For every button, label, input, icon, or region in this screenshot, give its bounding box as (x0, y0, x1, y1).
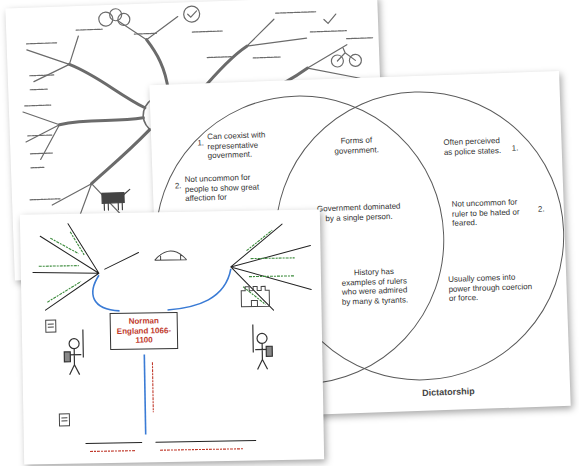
item-number: 1. (197, 138, 204, 148)
sketch-stroke (104, 189, 131, 210)
circle-item: Not uncommon for people to show great af… (184, 172, 269, 203)
castle-and-bridge-icons (45, 249, 272, 426)
item-number: 1. (512, 143, 519, 153)
sketch-stroke (118, 17, 179, 41)
circle-item: Not uncommon for ruler to be hated or fe… (451, 197, 534, 228)
sketch-stroke (90, 130, 152, 184)
sketch-stroke (26, 29, 104, 90)
sketch-stroke (59, 414, 69, 426)
sketch-stroke (183, 6, 200, 23)
topic-title: Norman England 1066-1100 (115, 316, 173, 346)
sketch-stroke (46, 320, 56, 332)
sketch-stroke (266, 346, 272, 356)
item-number: 2. (538, 205, 545, 215)
sketch-stroke (118, 13, 130, 25)
sketch-stroke (93, 275, 120, 311)
overlap-item: History has examples of rulers who were … (336, 266, 413, 307)
circle-item: Can coexist with representative governme… (207, 130, 274, 161)
sketch-stroke (324, 14, 336, 23)
topic-mind-map-card: Norman England 1066-1100 (20, 209, 324, 464)
sketch-stroke (48, 324, 54, 327)
sketch-stroke (61, 418, 67, 421)
red-scribbles (88, 361, 244, 452)
sketch-stroke (155, 251, 187, 261)
branch-lines (32, 220, 314, 445)
sketch-stroke (134, 31, 222, 34)
topic-box: Norman England 1066-1100 (110, 312, 179, 350)
sketch-stroke (188, 11, 197, 17)
sketch-stroke (86, 441, 256, 444)
sketch-stroke (246, 18, 307, 46)
sketch-stroke (38, 232, 85, 303)
overlap-item: Government dominated by a single person. (312, 201, 407, 223)
sketch-stroke (241, 286, 269, 306)
blue-curves (92, 269, 233, 435)
sketch-stroke (257, 333, 267, 343)
item-number: 2. (175, 181, 182, 191)
overlap-item: Forms of government. (323, 135, 390, 156)
sketch-stroke (230, 224, 311, 311)
sketch-stroke (105, 253, 139, 270)
sketch-stroke (251, 301, 257, 307)
circle-item: Usually comes into power through coercio… (448, 272, 534, 303)
sketch-stroke (32, 223, 99, 310)
sketch-stroke (88, 361, 244, 452)
circle-item: Often perceived as police states. (443, 136, 506, 157)
sketch-stroke (102, 193, 124, 204)
sketch-stroke (59, 118, 143, 125)
sketch-stroke (69, 339, 79, 349)
sketch-stroke (144, 354, 145, 434)
sketch-stroke (167, 269, 232, 310)
sketch-stroke (307, 44, 360, 80)
sketch-stroke (252, 11, 347, 58)
sketch-stroke (337, 47, 355, 61)
sketch-stroke (25, 105, 53, 168)
sketch-stroke (64, 352, 70, 362)
venn-caption: Dictatorship (422, 386, 475, 399)
sketch-stroke (69, 62, 145, 111)
branch-scribbles (38, 228, 295, 308)
